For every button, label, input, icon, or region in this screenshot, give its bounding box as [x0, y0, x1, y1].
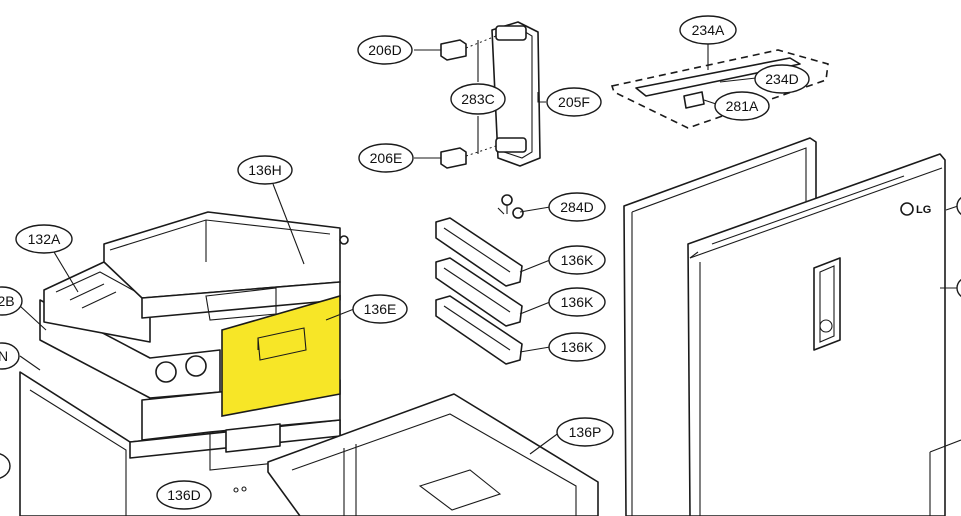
drawer-front-highlighted: [221, 294, 341, 417]
svg-text:206E: 206E: [370, 150, 403, 166]
callout-281a: 281A: [714, 91, 770, 121]
callout-206d: 206D: [357, 35, 413, 65]
callout-cropped-left-lower: [0, 453, 11, 479]
svg-text:2B: 2B: [0, 293, 15, 309]
callout-cropped-right-upper: [956, 196, 961, 216]
leader-lines: [19, 40, 959, 455]
screw-part: [497, 194, 524, 219]
svg-text:136E: 136E: [364, 301, 397, 317]
handle-cap-lower: [440, 147, 467, 169]
svg-text:136K: 136K: [561, 339, 594, 355]
callout-cropped-right-lower: [956, 278, 961, 298]
callout-234d: 234D: [754, 64, 810, 94]
callout-136e: 136E: [352, 294, 408, 324]
callout-136k-lower: 136K: [548, 332, 606, 362]
svg-text:281A: 281A: [726, 98, 759, 114]
svg-text:136P: 136P: [569, 424, 602, 440]
callout-284d: 284D: [548, 192, 606, 222]
callout-132a: 132A: [15, 224, 73, 254]
callout-206e: 206E: [358, 143, 414, 173]
callout-205f: 205F: [546, 87, 602, 117]
svg-text:234D: 234D: [765, 71, 798, 87]
callout-136d: 136D: [156, 480, 212, 510]
shelf-rail-1: [435, 217, 523, 287]
callout-n: N: [0, 342, 20, 370]
callout-136p: 136P: [556, 417, 614, 447]
drawer-assembly: [19, 211, 349, 516]
callout-283c: 283C: [450, 83, 506, 115]
top-trim-part: [610, 49, 829, 129]
svg-text:136K: 136K: [561, 252, 594, 268]
svg-text:136H: 136H: [248, 162, 281, 178]
refrigerator-door: [623, 137, 961, 516]
crisper-cover-frame: [267, 393, 599, 516]
shelf-rail-3: [435, 295, 523, 365]
callout-136h: 136H: [237, 155, 293, 185]
svg-text:205F: 205F: [558, 94, 590, 110]
svg-text:132A: 132A: [28, 231, 61, 247]
svg-text:283C: 283C: [461, 91, 494, 107]
svg-text:136D: 136D: [167, 487, 200, 503]
callout-234a: 234A: [679, 15, 737, 45]
callout-2b: 2B: [0, 286, 23, 316]
svg-text:206D: 206D: [368, 42, 401, 58]
svg-text:136K: 136K: [561, 294, 594, 310]
callout-136k-middle: 136K: [548, 287, 606, 317]
shelf-rail-2: [435, 257, 523, 327]
svg-text:N: N: [0, 348, 8, 364]
lg-logo: LG: [900, 202, 931, 216]
door-handle-part: [491, 21, 541, 167]
callout-136k-upper: 136K: [548, 245, 606, 275]
svg-text:234A: 234A: [692, 22, 725, 38]
svg-text:284D: 284D: [560, 199, 593, 215]
lg-logo-text: LG: [916, 204, 931, 216]
handle-cap-upper: [440, 39, 467, 61]
